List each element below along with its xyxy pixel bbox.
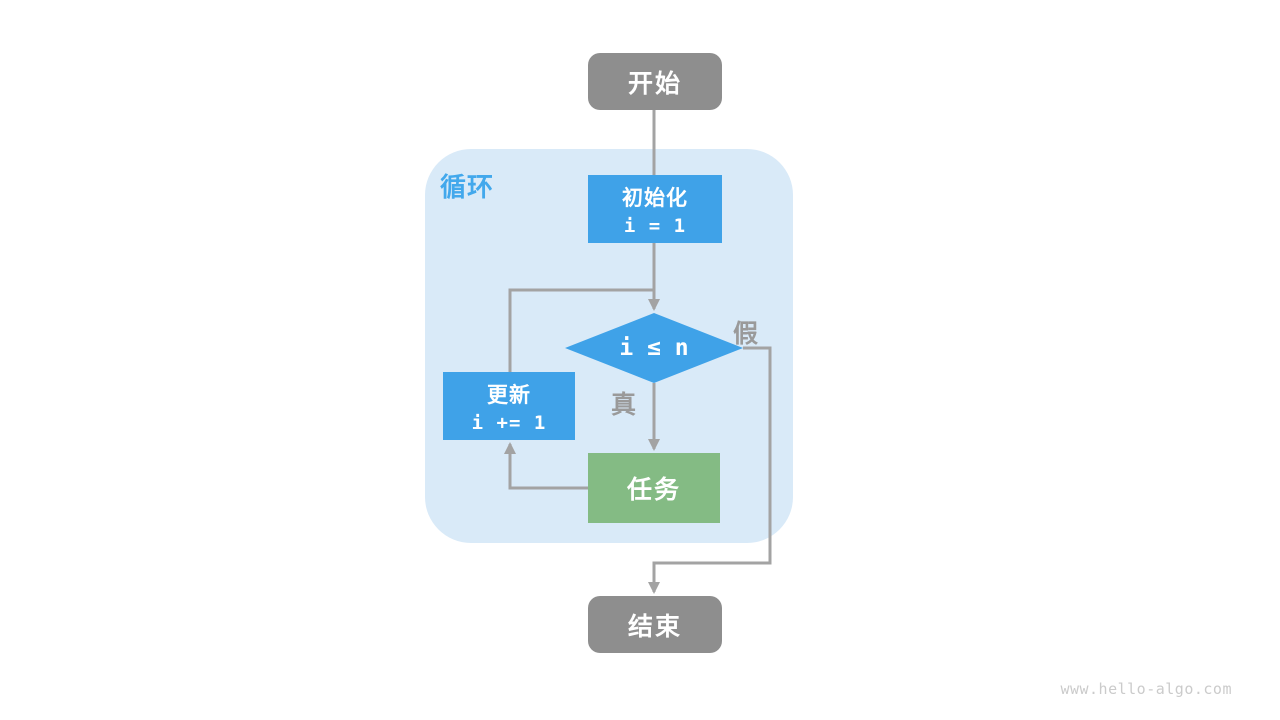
init-node-title: 初始化	[622, 186, 688, 210]
loop-label: 循环	[440, 172, 495, 202]
line-update-feedback	[508, 288, 654, 372]
end-node: 结束	[588, 596, 722, 653]
task-node: 任务	[588, 453, 720, 523]
update-node: 更新 i += 1	[443, 372, 575, 440]
start-node: 开始	[588, 53, 722, 110]
end-node-label: 结束	[627, 612, 682, 641]
watermark: www.hello-algo.com	[1060, 680, 1232, 698]
branch-true-label: 真	[611, 391, 637, 419]
branch-false-label: 假	[733, 320, 759, 348]
start-node-label: 开始	[627, 69, 682, 98]
line-task-to-update	[504, 442, 588, 490]
condition-expression: i ≤ n	[619, 335, 689, 361]
line-condition-false-to-end	[648, 346, 772, 594]
task-node-label: 任务	[626, 476, 681, 504]
init-node-code: i = 1	[623, 214, 687, 237]
update-node-code: i += 1	[471, 411, 547, 434]
init-node: 初始化 i = 1	[588, 175, 722, 243]
update-node-title: 更新	[487, 383, 531, 407]
